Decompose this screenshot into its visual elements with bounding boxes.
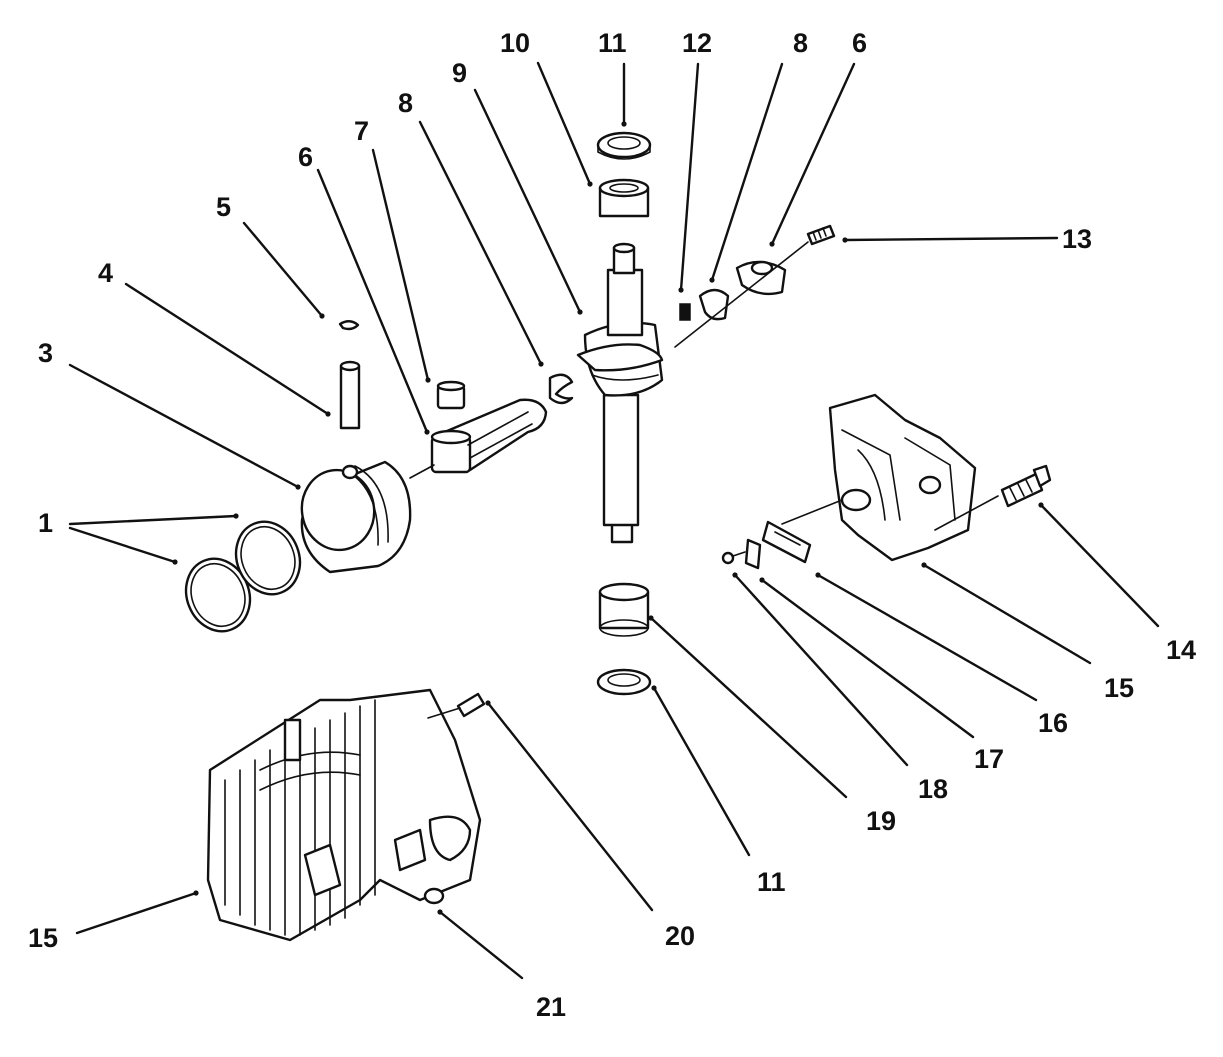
callout-labels: 1 3 4 5 6 7 8 9 10 11 12 8 6 13 14 15 16…: [28, 28, 1196, 1022]
callout-8: 8: [398, 88, 413, 118]
rod-bushing: [436, 380, 466, 410]
dowel-pin: [456, 692, 486, 718]
leader-dots: [172, 121, 1044, 915]
crank-key: [679, 303, 691, 321]
callout-5: 5: [216, 192, 231, 222]
crankshaft: [576, 242, 664, 544]
retaining-clip: [338, 320, 360, 331]
wrist-pin: [339, 360, 361, 430]
callout-8-right: 8: [793, 28, 808, 58]
top-bearing: [598, 178, 650, 218]
callout-11-bottom: 11: [757, 867, 786, 897]
bottom-seal: [596, 668, 652, 696]
callout-21: 21: [536, 992, 566, 1022]
callout-6: 6: [298, 142, 313, 172]
callout-1: 1: [38, 508, 53, 538]
piston-ring-upper: [234, 520, 302, 596]
crankcase-cover: [828, 393, 977, 562]
callout-20: 20: [665, 921, 695, 951]
top-seal: [596, 131, 652, 160]
callout-7: 7: [354, 116, 369, 146]
callout-18: 18: [918, 774, 948, 804]
callout-4: 4: [98, 258, 113, 288]
plug: [423, 887, 445, 905]
cylinder-block: [206, 688, 482, 942]
callout-9: 9: [452, 58, 467, 88]
callout-12: 12: [682, 28, 712, 58]
rod-cap: [548, 373, 574, 405]
breather-gasket: [761, 520, 812, 564]
callout-3: 3: [38, 338, 53, 368]
cap-screw: [806, 224, 836, 246]
breather-screw: [721, 551, 746, 565]
piston: [300, 460, 412, 574]
head-bolt: [1000, 464, 1052, 508]
bottom-bearing: [598, 582, 650, 637]
callout-10: 10: [500, 28, 530, 58]
callout-6-right: 6: [852, 28, 867, 58]
callout-15-right: 15: [1104, 673, 1134, 703]
connecting-rod: [430, 398, 548, 474]
callout-16: 16: [1038, 708, 1068, 738]
callout-19: 19: [866, 806, 896, 836]
callout-17: 17: [974, 744, 1004, 774]
callout-11-top: 11: [598, 28, 627, 58]
counterweight-small: [698, 288, 730, 321]
callout-14: 14: [1166, 635, 1196, 665]
leader-lines: [68, 61, 1160, 980]
callout-13: 13: [1062, 224, 1092, 254]
callout-15-left: 15: [28, 923, 58, 953]
breather-plate: [744, 538, 762, 570]
